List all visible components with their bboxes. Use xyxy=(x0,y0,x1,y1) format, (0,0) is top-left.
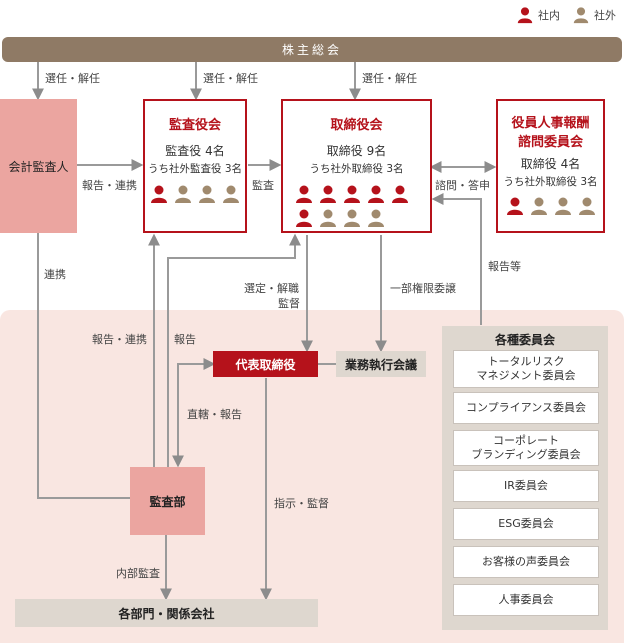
audit-board-title: 監査役会 xyxy=(168,118,221,133)
committee-item: 人事委員会 xyxy=(453,584,599,616)
audit-board-outside-count: うち社外監査役 3名 xyxy=(147,163,243,175)
shareholders-meeting-bar: 株主総会 xyxy=(2,37,622,62)
coop-arrow-label: 連携 xyxy=(44,268,66,281)
inside-member-person-icon xyxy=(295,209,312,227)
election-label-3: 選任・解任 xyxy=(362,72,417,85)
shareholders-meeting-label: 株主総会 xyxy=(281,43,342,57)
appoint-label-1: 選定・解職 xyxy=(244,282,299,295)
nomination-committee-box: 役員人事報酬 諮問委員会 取締役 4名 うち社外取締役 3名 xyxy=(496,99,605,233)
outside-member-person-icon xyxy=(175,185,191,203)
ceo-label: 代表取締役 xyxy=(235,357,296,372)
appoint-label-2: 監督 xyxy=(278,297,300,310)
committees-title: 各種委員会 xyxy=(494,333,555,347)
committee-item: コンプライアンス委員会 xyxy=(453,392,599,424)
accounting-auditor-label: 会計監査人 xyxy=(8,159,69,174)
ceo-box: 代表取締役 xyxy=(213,351,318,377)
audit-arrow-label: 監査 xyxy=(252,179,274,192)
board-members xyxy=(294,184,420,228)
nomination-title-1: 役員人事報酬 xyxy=(511,116,590,131)
outside-member-person-icon xyxy=(367,209,384,227)
exec-meeting-box: 業務執行会議 xyxy=(336,351,426,377)
legend-inside-label: 社内 xyxy=(538,9,560,22)
inside-member-person-icon xyxy=(151,185,167,203)
committee-item: IR委員会 xyxy=(453,470,599,502)
inside-member-person-icon xyxy=(343,185,360,203)
report-coop-label: 報告・連携 xyxy=(92,333,147,346)
outside-member-person-icon xyxy=(223,185,239,203)
inside-member-person-icon xyxy=(319,185,336,203)
nomination-outside-count: うち社外取締役 3名 xyxy=(503,176,598,188)
committee-item: お客様の声委員会 xyxy=(453,546,599,578)
legend-outside-label: 社外 xyxy=(594,9,616,22)
legend: 社内 社外 xyxy=(512,4,622,26)
outside-member-person-icon xyxy=(554,197,571,215)
outside-member-person-icon xyxy=(578,197,595,215)
inside-member-person-icon xyxy=(506,197,523,215)
direct-report-label: 直轄・報告 xyxy=(187,408,242,421)
accounting-auditor-box: 会計監査人 xyxy=(0,99,77,233)
board-outside-count: うち社外取締役 3名 xyxy=(309,163,404,175)
outside-member-person-icon xyxy=(199,185,215,203)
audit-department-label: 監査部 xyxy=(149,494,186,509)
delegation-label: 一部権限委譲 xyxy=(390,282,456,295)
instruct-label: 指示・監督 xyxy=(274,497,329,510)
audit-department-box: 監査部 xyxy=(130,467,205,535)
outside-member-person-icon xyxy=(530,197,547,215)
board-of-directors-box: 取締役会 取締役 9名 うち社外取締役 3名 xyxy=(281,99,432,233)
board-count: 取締役 9名 xyxy=(326,144,387,158)
audit-board-box: 監査役会 監査役 4名 うち社外監査役 3名 xyxy=(143,99,247,233)
audit-board-members xyxy=(145,184,245,204)
departments-bar: 各部門・関係会社 xyxy=(15,599,318,627)
inside-member-person-icon xyxy=(367,185,384,203)
nomination-members xyxy=(498,196,603,216)
consult-arrow-label: 諮問・答申 xyxy=(435,179,490,192)
internal-audit-label: 内部監査 xyxy=(116,567,160,580)
committee-item: コーポレートブランディング委員会 xyxy=(453,430,599,466)
committee-item: トータルリスクマネジメント委員会 xyxy=(453,350,599,388)
report-etc-label: 報告等 xyxy=(488,260,521,273)
outside-member-person-icon xyxy=(319,209,336,227)
election-label-2: 選任・解任 xyxy=(203,72,258,85)
nomination-count: 取締役 4名 xyxy=(520,157,581,171)
outside-member-person-icon xyxy=(343,209,360,227)
inside-person-icon xyxy=(517,7,533,24)
election-label-1: 選任・解任 xyxy=(45,72,100,85)
committee-item: ESG委員会 xyxy=(453,508,599,540)
inside-member-person-icon xyxy=(295,185,312,203)
outside-person-icon xyxy=(573,7,589,24)
nomination-title-2: 諮問委員会 xyxy=(517,135,583,150)
report-label: 報告 xyxy=(174,333,196,346)
audit-board-count: 監査役 4名 xyxy=(165,144,225,158)
auditor-report-label: 報告・連携 xyxy=(82,179,137,192)
departments-label: 各部門・関係会社 xyxy=(118,606,215,621)
exec-meeting-label: 業務執行会議 xyxy=(344,357,417,372)
inside-member-person-icon xyxy=(391,185,408,203)
board-title: 取締役会 xyxy=(330,118,383,133)
